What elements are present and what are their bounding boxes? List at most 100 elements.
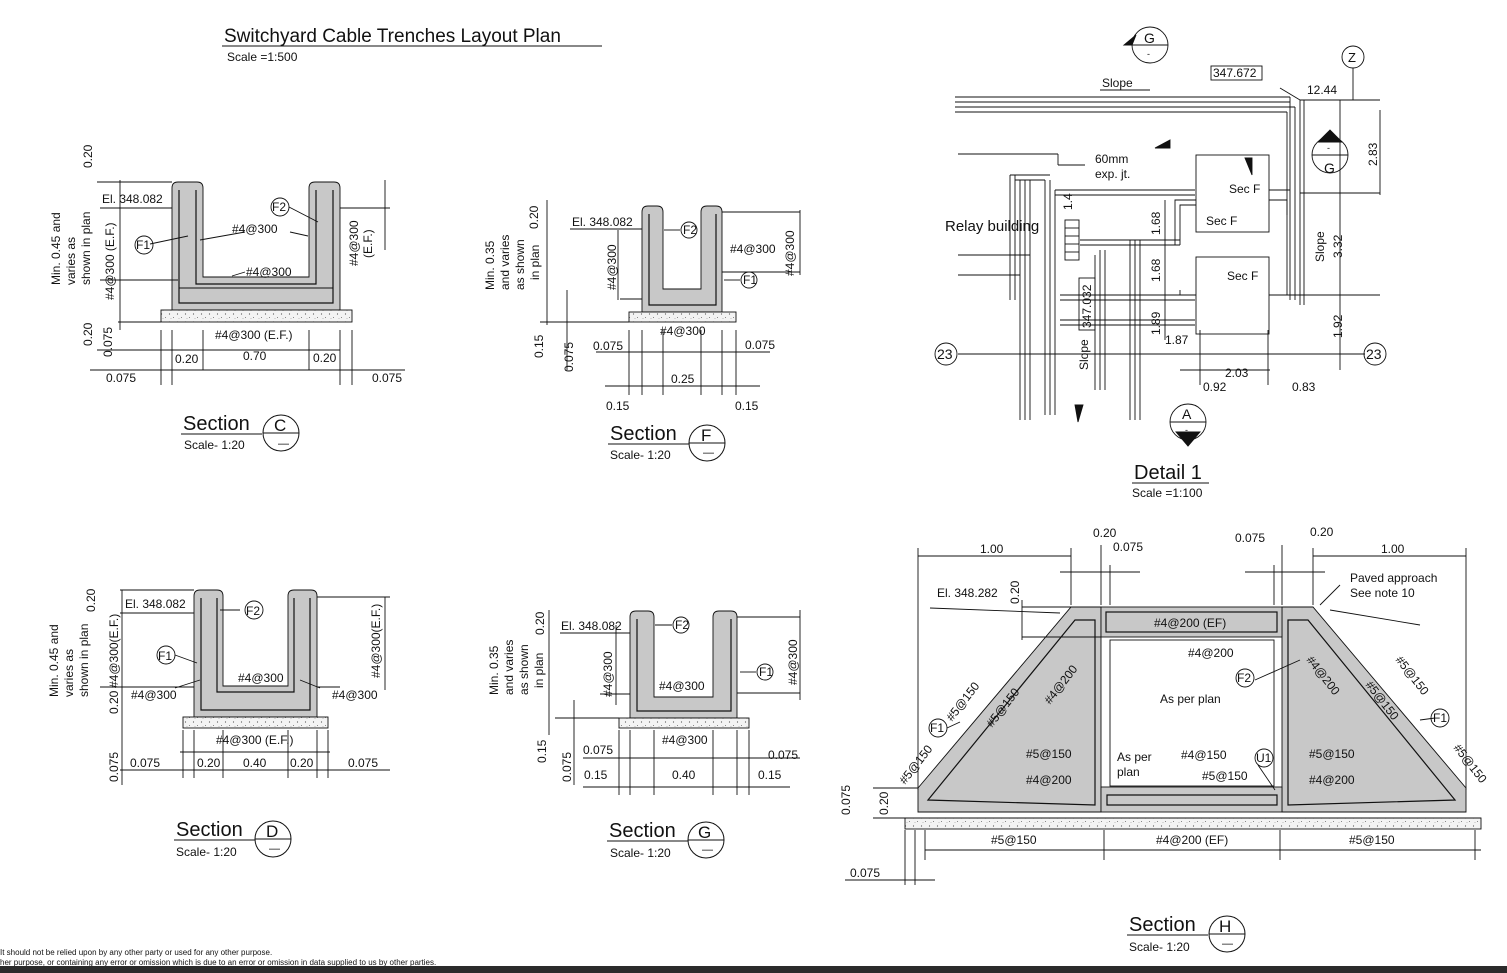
section-h-dim-c-r: 0.075 (1235, 531, 1265, 545)
section-f-annotations: El. 348.082 F1 F2 #4@300 #4@300 #4@300 #… (483, 205, 797, 462)
section-d-f2: F2 (246, 604, 260, 618)
section-d-f1: F1 (158, 649, 172, 663)
section-d-dim-inner: 0.40 (243, 756, 267, 770)
section-f-side-note-4: in plan (528, 245, 542, 280)
section-g-dim-top: 0.20 (533, 611, 547, 635)
section-c-ef: (E.F.) (361, 229, 375, 258)
section-c-annotations: El. 348.082 F1 F2 #4@300 #4@300 #4@300 (… (49, 144, 402, 452)
section-d-rebar-l: #4@300 (131, 688, 177, 702)
section-g-rebar-mid: #4@300 (659, 679, 705, 693)
svg-text:-: - (1327, 143, 1330, 153)
section-f-blinding (628, 311, 737, 323)
section-h-title: Section (1129, 914, 1196, 936)
section-h-bottom-slab (1100, 786, 1283, 813)
section-c-dim-wall-l: 0.20 (175, 352, 199, 366)
layout-plan-title: Switchyard Cable Trenches Layout Plan (224, 26, 561, 47)
svg-text:—: — (278, 438, 289, 450)
detail-1-drawing (934, 26, 1387, 447)
section-h-r150: #4@150 (1181, 748, 1227, 762)
detail-1-joint-2: exp. jt. (1095, 167, 1130, 181)
detail-1-dim-1-68-a: 1.68 (1149, 211, 1163, 235)
section-f-side-note-1: Min. 0.35 (483, 240, 497, 290)
detail-1-grid-z: Z (1348, 50, 1356, 65)
section-h-dim-foot: 0.075 (850, 866, 880, 880)
section-d-dim-wall-l: 0.20 (197, 756, 221, 770)
detail-1-pit-2 (1195, 256, 1270, 335)
section-c-rebar-ef-right: #4@300 (347, 220, 361, 266)
section-c-dim-off-r: 0.075 (372, 371, 402, 385)
section-h-s150-mid: #5@150 (1202, 769, 1248, 783)
detail-1-dim-1-89: 1.89 (1149, 311, 1163, 335)
section-h-dim-c-l: 0.075 (1113, 540, 1143, 554)
section-h-bot-s150-l: #5@150 (991, 833, 1037, 847)
detail-1-grid-23-left: 23 (937, 346, 953, 362)
section-d-rebar-ef-left: #4@300(E.F.) (107, 614, 121, 688)
section-g-dim-wall-l: 0.15 (584, 768, 608, 782)
section-f-tag: F (701, 426, 711, 445)
section-d-side-note-3: shown in plan (77, 624, 91, 697)
section-c-title: Section (183, 413, 250, 435)
section-f-dim-top: 0.20 (527, 205, 541, 229)
section-d-rebar-r: #4@300 (332, 688, 378, 702)
detail-1-dim-0-92: 0.92 (1203, 380, 1227, 394)
section-h-f1-left: F1 (930, 721, 944, 735)
section-h-f2: F2 (1237, 671, 1251, 685)
section-c-side-note-1: Min. 0.45 and (49, 212, 63, 285)
detail-1-dim-2-83: 2.83 (1366, 142, 1380, 166)
section-h-dim-base-020: 0.20 (877, 791, 891, 815)
section-f-dim-base: 0.15 (532, 334, 546, 358)
section-g-dim-wall-r: 0.15 (758, 768, 782, 782)
section-h-f1-right: F1 (1433, 711, 1447, 725)
section-h-dim-t-l: 0.20 (1093, 526, 1117, 540)
section-g-dim-base: 0.15 (535, 739, 549, 763)
section-d-dim-top: 0.20 (84, 588, 98, 612)
detail-1-joint-1: 60mm (1095, 152, 1128, 166)
section-c-rebar-bottom: #4@300 (E.F.) (215, 328, 293, 342)
section-h-paved-1: Paved approach (1350, 571, 1437, 585)
section-d-blinding (182, 716, 329, 729)
section-f-dim-wall-r: 0.15 (735, 399, 759, 413)
section-f-dim-wall-l: 0.15 (606, 399, 630, 413)
section-h-r200-left: #4@200 (1026, 773, 1072, 787)
section-g-dim-blinding: 0.075 (560, 752, 574, 782)
section-c-rebar-ef-left: #4@300 (E.F.) (103, 222, 117, 300)
section-c-dim-blinding: 0.075 (101, 327, 115, 357)
section-d-title: Section (176, 819, 243, 841)
svg-text:—: — (703, 447, 714, 459)
section-f-drawing (540, 200, 801, 395)
detail-1-dim-2-03: 2.03 (1225, 366, 1249, 380)
section-d-rebar-ef-right: #4@300(E.F.) (369, 604, 383, 678)
section-h-void (1109, 639, 1275, 787)
section-h-bot-s150-r: #5@150 (1349, 833, 1395, 847)
section-h-tag: H (1219, 917, 1231, 936)
section-d-side-note-2: varies as (62, 649, 76, 697)
section-h-right-block (1281, 606, 1467, 813)
section-c-dim-top: 0.20 (81, 144, 95, 168)
section-f-concrete (641, 205, 723, 313)
detail-1-dim-1-68-b: 1.68 (1149, 258, 1163, 282)
svg-text:—: — (1222, 938, 1233, 950)
section-c-rebar-wall: #4@300 (232, 222, 278, 236)
section-g-elevation: El. 348.082 (561, 619, 622, 633)
section-h-r200-right: #4@200 (1309, 773, 1355, 787)
section-g-tag: G (698, 823, 711, 842)
section-c-side-note-3: shown in plan (79, 212, 93, 285)
section-g-f2: F2 (675, 618, 689, 632)
section-d-annotations: El. 348.082 F1 F2 #4@300 #4@300 #4@300 #… (47, 588, 383, 859)
section-g-blinding (618, 717, 750, 729)
footer-note-line-2: her purpose, or containing any error or … (0, 958, 437, 967)
section-d-drawing (100, 589, 390, 785)
detail-1-marker-g-right: G (1324, 160, 1335, 176)
footer-note-line-1: It should not be relied upon by any othe… (0, 948, 273, 957)
section-d-elevation: El. 348.082 (125, 597, 186, 611)
detail-1-relay: Relay building (945, 218, 1039, 235)
section-f-title: Section (610, 423, 677, 445)
layout-plan-scale: Scale =1:500 (227, 50, 298, 64)
section-h-bot-ef: #4@200 (EF) (1156, 833, 1228, 847)
bottom-bar (0, 966, 1507, 973)
section-g-annotations: El. 348.082 F1 F2 #4@300 #4@300 #4@300 #… (487, 611, 800, 860)
section-f-f2: F2 (683, 223, 697, 237)
section-d-dim-wall-r: 0.20 (290, 756, 314, 770)
layout-plan-title-block: Switchyard Cable Trenches Layout Plan Sc… (222, 26, 602, 64)
section-g-f1: F1 (759, 665, 773, 679)
